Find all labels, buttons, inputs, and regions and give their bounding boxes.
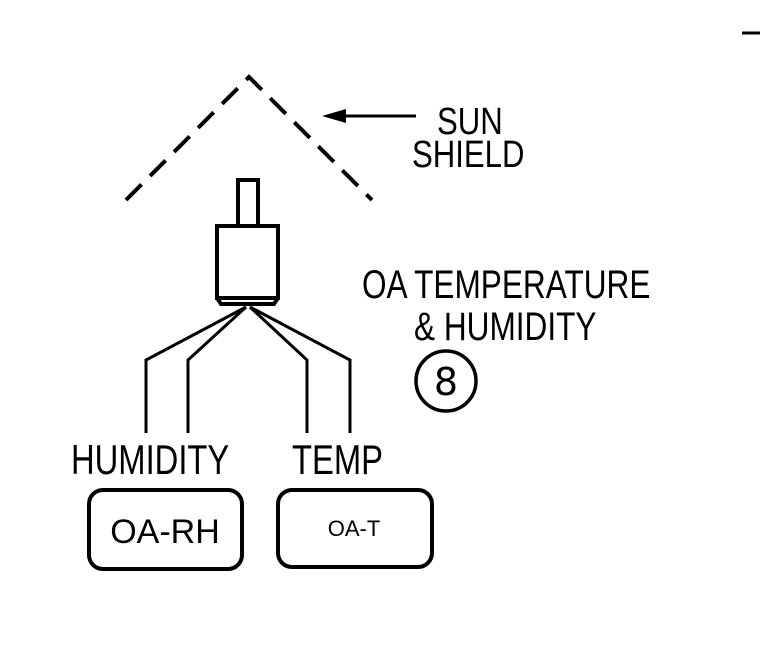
humidity-label: HUMIDITY	[71, 436, 229, 483]
sensor-icon	[215, 178, 280, 306]
title-line2: & HUMIDITY	[414, 303, 597, 348]
humidity-point-label: OA-RH	[110, 513, 220, 551]
temp-label: TEMP	[292, 436, 383, 483]
sun-shield-arrow	[322, 109, 416, 123]
temp-point-label: OA-T	[328, 516, 381, 541]
sensor-wires	[144, 305, 352, 433]
sun-shield-label-line2: SHIELD	[412, 134, 525, 176]
temp-point-box	[276, 488, 434, 569]
humidity-point-box	[87, 488, 244, 571]
sun-shield-label-line1: SUN	[437, 101, 503, 143]
title-line1: OA TEMPERATURE	[362, 261, 650, 306]
sun-shield	[124, 74, 374, 202]
callout-number: 8	[434, 360, 458, 404]
callout-circle	[414, 349, 478, 413]
